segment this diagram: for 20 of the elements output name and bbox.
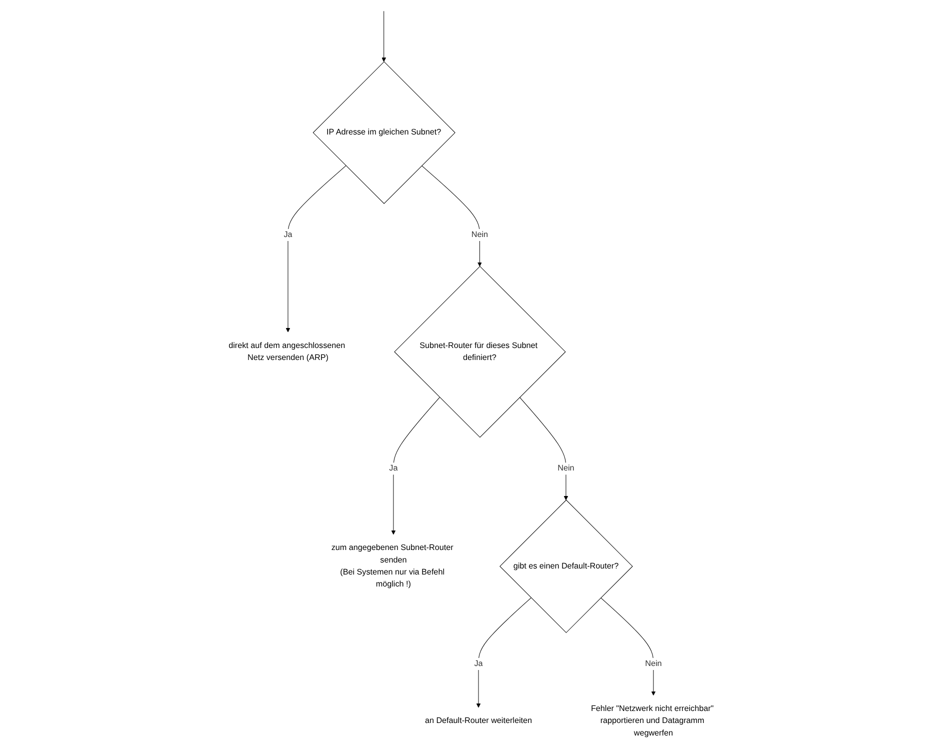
edge-label: Ja xyxy=(388,464,398,473)
node-text: zum angegebenen Subnet-Router senden (Bei Systemen nur via Befehl möglich !) xyxy=(331,544,454,589)
edge-label: Nein xyxy=(557,464,574,473)
node-text: an Default-Router weiterleiten xyxy=(424,716,532,726)
edge-label: Ja xyxy=(474,659,483,668)
arrow xyxy=(421,165,482,267)
arrow xyxy=(381,10,386,62)
edge-label: Nein xyxy=(471,230,488,240)
node-diamond: IP Adresse im gleichen Subnet? xyxy=(312,61,456,204)
arrow xyxy=(286,165,346,332)
node-text: Fehler "Netzwerk nicht erreichbar" rapportieren und Datagramm wegwerfen xyxy=(590,704,714,738)
node-diamond: Subnet-Router für dieses Subnet definiert? xyxy=(394,266,566,438)
arrow xyxy=(600,598,656,696)
arrow xyxy=(476,598,532,708)
node-diamond: gibt es einen Default-Router? xyxy=(499,500,633,633)
arrow xyxy=(391,397,440,535)
edge-label: Nein xyxy=(644,659,662,668)
node-text: direkt auf dem angeschlossenen Netz versenden (ARP) xyxy=(228,341,345,362)
edge-label: Ja xyxy=(284,230,292,240)
arrow xyxy=(519,397,568,500)
